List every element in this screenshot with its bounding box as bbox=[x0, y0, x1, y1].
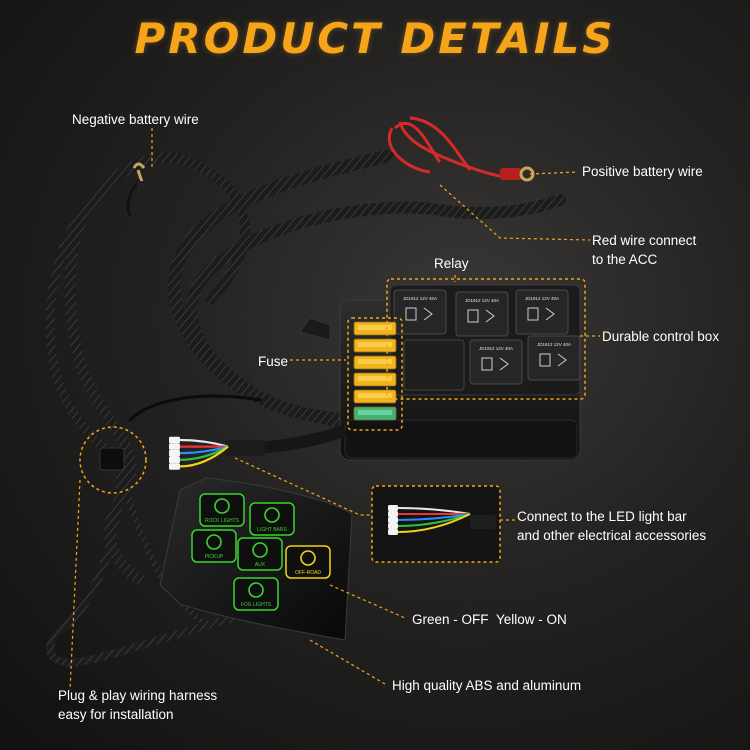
relay-rating-text: JD1912 12V 40A bbox=[465, 298, 499, 303]
relay-rating-text: JD1912 12V 40A bbox=[525, 296, 559, 301]
wire-end bbox=[169, 445, 229, 470]
panel-button-label: ROCK LIGHTS bbox=[205, 518, 240, 524]
panel-button: AUX bbox=[237, 537, 283, 571]
fuse bbox=[353, 355, 397, 370]
relay-highlight bbox=[386, 278, 586, 400]
relay-rating-text: JD1912 12V 40A bbox=[479, 346, 513, 351]
relay-rating-text: JD1912 12V 40A bbox=[403, 296, 437, 301]
panel-button-group: ROCK LIGHTS LIGHT BARS PICKUP AUX OFF-ROAD FO… bbox=[191, 493, 331, 611]
output-pigtail bbox=[169, 424, 348, 470]
relay: JD1912 12V 40A bbox=[469, 339, 523, 385]
wire-end bbox=[388, 513, 471, 535]
plug-play-label-line1: Plug & play wiring harness bbox=[58, 688, 218, 703]
page-title: PRODUCT DETAILS bbox=[134, 14, 616, 63]
led-label-line1: Connect to the LED light bar bbox=[517, 509, 687, 524]
relay-group: JD1912 12V 40A JD1912 12V 40A JD1912 12V 4… bbox=[393, 289, 581, 391]
panel-button: FOG LIGHTS bbox=[233, 577, 279, 611]
panel-button-label: OFF-ROAD bbox=[295, 570, 321, 576]
panel-button: LIGHT BARS bbox=[249, 502, 295, 536]
relay: JD1912 12V 40A bbox=[393, 289, 447, 335]
panel-button: OFF-ROAD bbox=[285, 545, 331, 579]
panel-button-label: AUX bbox=[255, 562, 266, 568]
panel-button-label: LIGHT BARS bbox=[257, 527, 287, 533]
negative-battery-label: Negative battery wire bbox=[72, 112, 199, 127]
ring-terminal bbox=[500, 166, 535, 182]
panel-button: PICKUP bbox=[191, 529, 237, 563]
harness-connector bbox=[99, 447, 125, 471]
panel-button: ROCK LIGHTS bbox=[199, 493, 245, 527]
yellow-on-text: Yellow - ON bbox=[496, 612, 567, 627]
relay-label: Relay bbox=[434, 256, 469, 271]
red-wire-label-line1: Red wire connect bbox=[592, 233, 697, 248]
pigtail-inset bbox=[371, 485, 501, 563]
wire-end bbox=[388, 505, 471, 515]
fuse bbox=[353, 338, 397, 353]
green-off-text: Green - OFF bbox=[412, 612, 489, 627]
fuse bbox=[353, 321, 397, 336]
connector-highlight bbox=[79, 426, 147, 494]
positive-battery-label: Positive battery wire bbox=[582, 164, 703, 179]
panel-button-label: PICKUP bbox=[205, 554, 224, 560]
wire-end bbox=[388, 513, 471, 523]
abs-label: High quality ABS and aluminum bbox=[392, 678, 582, 693]
relay-large bbox=[403, 339, 465, 391]
panel-button-label: FOG LIGHTS bbox=[241, 602, 272, 608]
fuse-group bbox=[353, 321, 397, 421]
wire-end bbox=[388, 511, 471, 517]
relay: JD1912 12V 40A bbox=[515, 289, 569, 335]
plug-play-label-line2: easy for installation bbox=[58, 707, 174, 722]
led-label-line2: and other electrical accessories bbox=[517, 528, 707, 543]
negative-terminal bbox=[132, 162, 146, 195]
leader-lines bbox=[69, 128, 600, 691]
relay: JD1912 12V 40A bbox=[455, 291, 509, 337]
control-box-label: Durable control box bbox=[602, 329, 720, 344]
relay-rating-text: JD1912 12V 40A bbox=[537, 342, 571, 347]
fuse bbox=[353, 372, 397, 387]
red-wire-label-line2: to the ACC bbox=[592, 252, 658, 267]
red-positive-wire bbox=[387, 116, 511, 180]
fuse-highlight bbox=[347, 317, 403, 431]
fuse bbox=[353, 406, 397, 421]
green-yellow-label: Green - OFF Yellow - ON bbox=[412, 610, 567, 629]
fuse bbox=[353, 389, 397, 404]
fuse-label: Fuse bbox=[258, 354, 289, 369]
relay: JD1912 12V 40A bbox=[527, 335, 581, 381]
